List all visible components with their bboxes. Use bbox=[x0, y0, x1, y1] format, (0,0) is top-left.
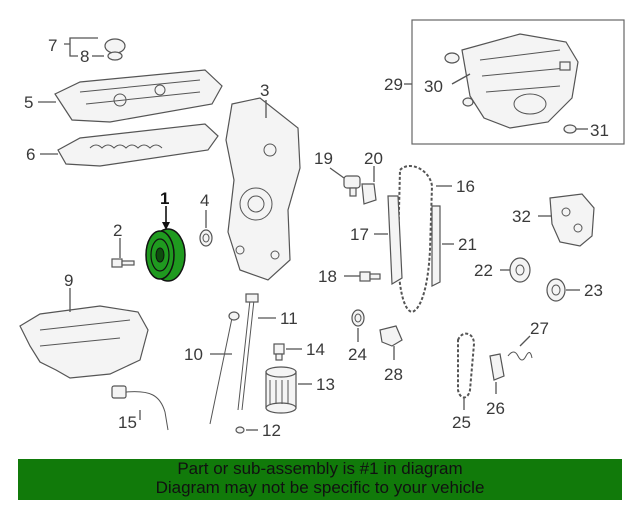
part-oil-seal bbox=[199, 229, 213, 247]
part-tensioner-gasket bbox=[361, 183, 377, 205]
callout-32: 32 bbox=[512, 207, 531, 226]
callout-18: 18 bbox=[318, 267, 337, 286]
part-oil-filler-cap bbox=[104, 38, 126, 61]
part-cam-housing bbox=[549, 193, 595, 247]
callout-2: 2 bbox=[113, 221, 122, 240]
leader-7 bbox=[64, 37, 98, 57]
callout-13: 13 bbox=[316, 375, 335, 394]
leader-30 bbox=[451, 73, 471, 85]
callout-3: 3 bbox=[260, 81, 269, 100]
part-tensioner-spring bbox=[507, 351, 533, 361]
callout-4: 4 bbox=[200, 191, 209, 210]
callout-22: 22 bbox=[474, 261, 493, 280]
info-banner: Part or sub-assembly is #1 in diagram Di… bbox=[18, 459, 622, 500]
part-chain-slipper bbox=[387, 195, 403, 286]
callout-5: 5 bbox=[24, 93, 33, 112]
callout-30: 30 bbox=[424, 77, 443, 96]
part-o-ring bbox=[235, 426, 245, 434]
part-oil-sensor-cable bbox=[111, 385, 169, 431]
callout-17: 17 bbox=[350, 225, 369, 244]
callout-11: 11 bbox=[280, 309, 298, 328]
part-intake-manifold bbox=[461, 33, 579, 129]
callout-29: 29 bbox=[384, 75, 403, 94]
callout-14: 14 bbox=[306, 340, 325, 359]
part-chain-guide-plate bbox=[379, 325, 403, 347]
part-head-cover-gasket bbox=[57, 123, 219, 167]
callout-24: 24 bbox=[348, 345, 367, 364]
part-oil-filter-union bbox=[273, 343, 285, 361]
callout-19: 19 bbox=[314, 149, 333, 168]
callout-6: 6 bbox=[26, 145, 35, 164]
callout-27: 27 bbox=[530, 319, 549, 338]
leader-27 bbox=[519, 335, 531, 347]
callout-7: 7 bbox=[48, 36, 57, 55]
part-oil-filter bbox=[265, 366, 297, 414]
part-cam-sprocket-intake bbox=[509, 257, 531, 283]
parts-diagram: 7 8 5 6 3 1 2 bbox=[19, 19, 625, 440]
part-timing-cover bbox=[225, 97, 301, 281]
callout-26: 26 bbox=[486, 399, 505, 418]
callout-10: 10 bbox=[184, 345, 203, 364]
callout-9: 9 bbox=[64, 271, 73, 290]
part-manifold-gasket bbox=[444, 52, 474, 107]
part-chain-tensioner bbox=[343, 175, 361, 197]
part-manifold-seal bbox=[563, 124, 577, 134]
part-chain-damper bbox=[431, 205, 441, 287]
part-timing-chain bbox=[396, 165, 434, 314]
part-small-tensioner bbox=[489, 353, 505, 381]
part-crankshaft-pulley-highlighted bbox=[145, 228, 186, 282]
callout-12: 12 bbox=[262, 421, 281, 440]
part-dipstick-guide bbox=[237, 293, 259, 411]
banner-line-2: Diagram may not be specific to your vehi… bbox=[155, 478, 485, 497]
part-idler-sprocket bbox=[351, 309, 365, 327]
part-slipper-bolt bbox=[359, 271, 381, 282]
callout-25: 25 bbox=[452, 413, 471, 432]
part-dipstick bbox=[209, 311, 240, 425]
callout-21: 21 bbox=[458, 235, 477, 254]
callout-28: 28 bbox=[384, 365, 403, 384]
callout-31: 31 bbox=[590, 121, 609, 140]
callout-1: 1 bbox=[160, 189, 169, 208]
callout-20: 20 bbox=[364, 149, 383, 168]
leader-19 bbox=[329, 167, 345, 179]
part-cam-sprocket-exhaust bbox=[546, 278, 566, 302]
callout-15: 15 bbox=[118, 413, 137, 432]
part-cylinder-head-cover bbox=[54, 69, 223, 123]
callout-23: 23 bbox=[584, 281, 603, 300]
part-balancer-chain bbox=[457, 332, 476, 399]
manifold-inset-frame bbox=[411, 19, 625, 145]
part-pulley-bolt bbox=[111, 258, 135, 268]
banner-line-1: Part or sub-assembly is #1 in diagram bbox=[177, 459, 463, 478]
callout-8: 8 bbox=[80, 47, 89, 66]
callout-16: 16 bbox=[456, 177, 475, 196]
part-oil-pan bbox=[19, 305, 149, 379]
